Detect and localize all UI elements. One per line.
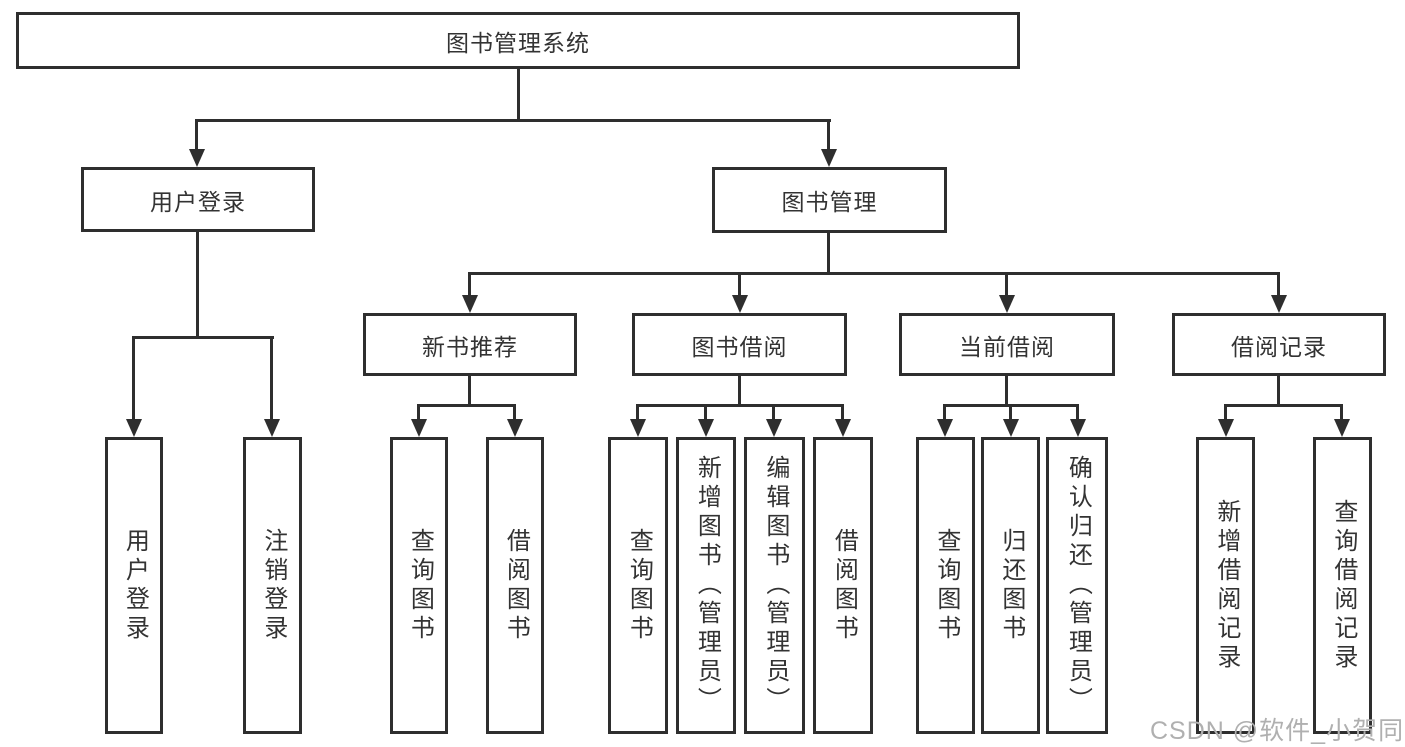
arrow-cb-return	[1003, 419, 1019, 437]
connector-user-login-stub	[196, 232, 199, 338]
leaf-bb-query-books-label: 查询图书	[625, 527, 653, 644]
connector-drop-bb-query	[636, 404, 639, 420]
leaf-cb-return-books-label: 归还图书	[997, 527, 1025, 644]
leaf-cb-query-books: 查询图书	[916, 437, 975, 734]
arrow-br-query	[1334, 419, 1350, 437]
leaf-bb-borrow-books: 借阅图书	[813, 437, 873, 734]
node-user-login: 用户登录	[81, 167, 315, 232]
leaf-cb-confirm-return: 确认归还（管理员）	[1046, 437, 1108, 734]
connector-drop-cb-query	[943, 404, 946, 420]
connector-drop-book-borrow	[738, 272, 741, 296]
arrow-login-leaf	[126, 419, 142, 437]
node-root: 图书管理系统	[16, 12, 1020, 69]
leaf-br-query-record: 查询借阅记录	[1313, 437, 1372, 734]
connector-book-mgmt-stub	[827, 233, 830, 274]
node-current-borrow: 当前借阅	[899, 313, 1115, 376]
arrow-nb-query	[411, 419, 427, 437]
leaf-br-add-record-label: 新增借阅记录	[1212, 498, 1240, 673]
node-new-books-label: 新书推荐	[422, 333, 518, 360]
arrow-cb-confirm	[1070, 419, 1086, 437]
connector-drop-nb-borrow	[513, 404, 516, 420]
leaf-bb-edit-books: 编辑图书（管理员）	[744, 437, 805, 734]
node-root-label: 图书管理系统	[446, 29, 590, 56]
node-borrow-records: 借阅记录	[1172, 313, 1386, 376]
node-new-books: 新书推荐	[363, 313, 577, 376]
connector-drop-br-add	[1224, 404, 1227, 420]
leaf-nb-borrow-books: 借阅图书	[486, 437, 544, 734]
connector-drop-cb-return	[1009, 404, 1012, 420]
leaf-br-query-record-label: 查询借阅记录	[1329, 498, 1357, 673]
arrow-nb-borrow	[507, 419, 523, 437]
arrow-bb-add	[698, 419, 714, 437]
connector-root-stub	[517, 69, 520, 120]
arrow-bb-edit	[766, 419, 782, 437]
leaf-bb-edit-books-label: 编辑图书（管理员）	[761, 455, 789, 716]
connector-book-borrow-stub	[738, 376, 741, 406]
arrow-user-login	[189, 149, 205, 167]
leaf-bb-borrow-books-label: 借阅图书	[830, 527, 858, 644]
leaf-bb-query-books: 查询图书	[608, 437, 668, 734]
connector-drop-cb-confirm	[1076, 404, 1079, 420]
arrow-bb-borrow	[835, 419, 851, 437]
connector-level2-rail	[196, 119, 831, 122]
leaf-bb-add-books-label: 新增图书（管理员）	[693, 455, 721, 716]
connector-borrow-records-rail	[1224, 404, 1343, 407]
leaf-br-add-record: 新增借阅记录	[1196, 437, 1255, 734]
node-user-login-label: 用户登录	[150, 188, 246, 215]
leaf-logout-label: 注销登录	[259, 527, 287, 644]
connector-drop-nb-query	[417, 404, 420, 420]
node-book-mgmt: 图书管理	[712, 167, 947, 233]
connector-drop-bb-borrow	[841, 404, 844, 420]
leaf-user-login: 用户登录	[105, 437, 163, 734]
connector-drop-bb-edit	[772, 404, 775, 420]
connector-sections-rail	[468, 272, 1280, 275]
connector-user-login-rail	[132, 336, 274, 339]
node-book-mgmt-label: 图书管理	[781, 189, 878, 215]
connector-drop-current-borrow	[1005, 272, 1008, 296]
node-book-borrow: 图书借阅	[632, 313, 847, 376]
connector-drop-user-login	[195, 119, 198, 150]
leaf-bb-add-books: 新增图书（管理员）	[676, 437, 736, 734]
connector-drop-book-mgmt	[827, 119, 830, 150]
arrow-borrow-records	[1271, 295, 1287, 313]
arrow-book-mgmt	[821, 149, 837, 167]
leaf-cb-confirm-return-label: 确认归还（管理员）	[1064, 455, 1092, 716]
arrow-br-add	[1218, 419, 1234, 437]
arrow-current-borrow	[999, 295, 1015, 313]
leaf-logout: 注销登录	[243, 437, 302, 734]
leaf-cb-return-books: 归还图书	[981, 437, 1040, 734]
connector-drop-new-books	[468, 272, 471, 296]
node-current-borrow-label: 当前借阅	[959, 333, 1055, 360]
arrow-logout-leaf	[264, 419, 280, 437]
leaf-user-login-label: 用户登录	[121, 527, 149, 644]
arrow-book-borrow	[732, 295, 748, 313]
connector-current-borrow-stub	[1005, 376, 1008, 406]
connector-book-borrow-rail	[636, 404, 844, 407]
connector-drop-login-leaf	[132, 336, 135, 420]
leaf-nb-borrow-books-label: 借阅图书	[502, 527, 530, 644]
connector-drop-br-query	[1340, 404, 1343, 420]
connector-new-books-stub	[468, 376, 471, 406]
connector-borrow-records-stub	[1277, 376, 1280, 406]
leaf-nb-query-books-label: 查询图书	[406, 527, 434, 644]
connector-drop-logout-leaf	[270, 336, 273, 420]
node-book-borrow-label: 图书借阅	[691, 333, 788, 360]
node-borrow-records-label: 借阅记录	[1231, 333, 1327, 360]
leaf-cb-query-books-label: 查询图书	[932, 527, 960, 644]
arrow-cb-query	[937, 419, 953, 437]
connector-drop-borrow-records	[1277, 272, 1280, 296]
arrow-bb-query	[630, 419, 646, 437]
arrow-new-books	[462, 295, 478, 313]
connector-new-books-rail	[417, 404, 516, 407]
leaf-nb-query-books: 查询图书	[390, 437, 448, 734]
connector-drop-bb-add	[704, 404, 707, 420]
csdn-watermark: CSDN @软件_小贺同学	[1150, 717, 1405, 745]
